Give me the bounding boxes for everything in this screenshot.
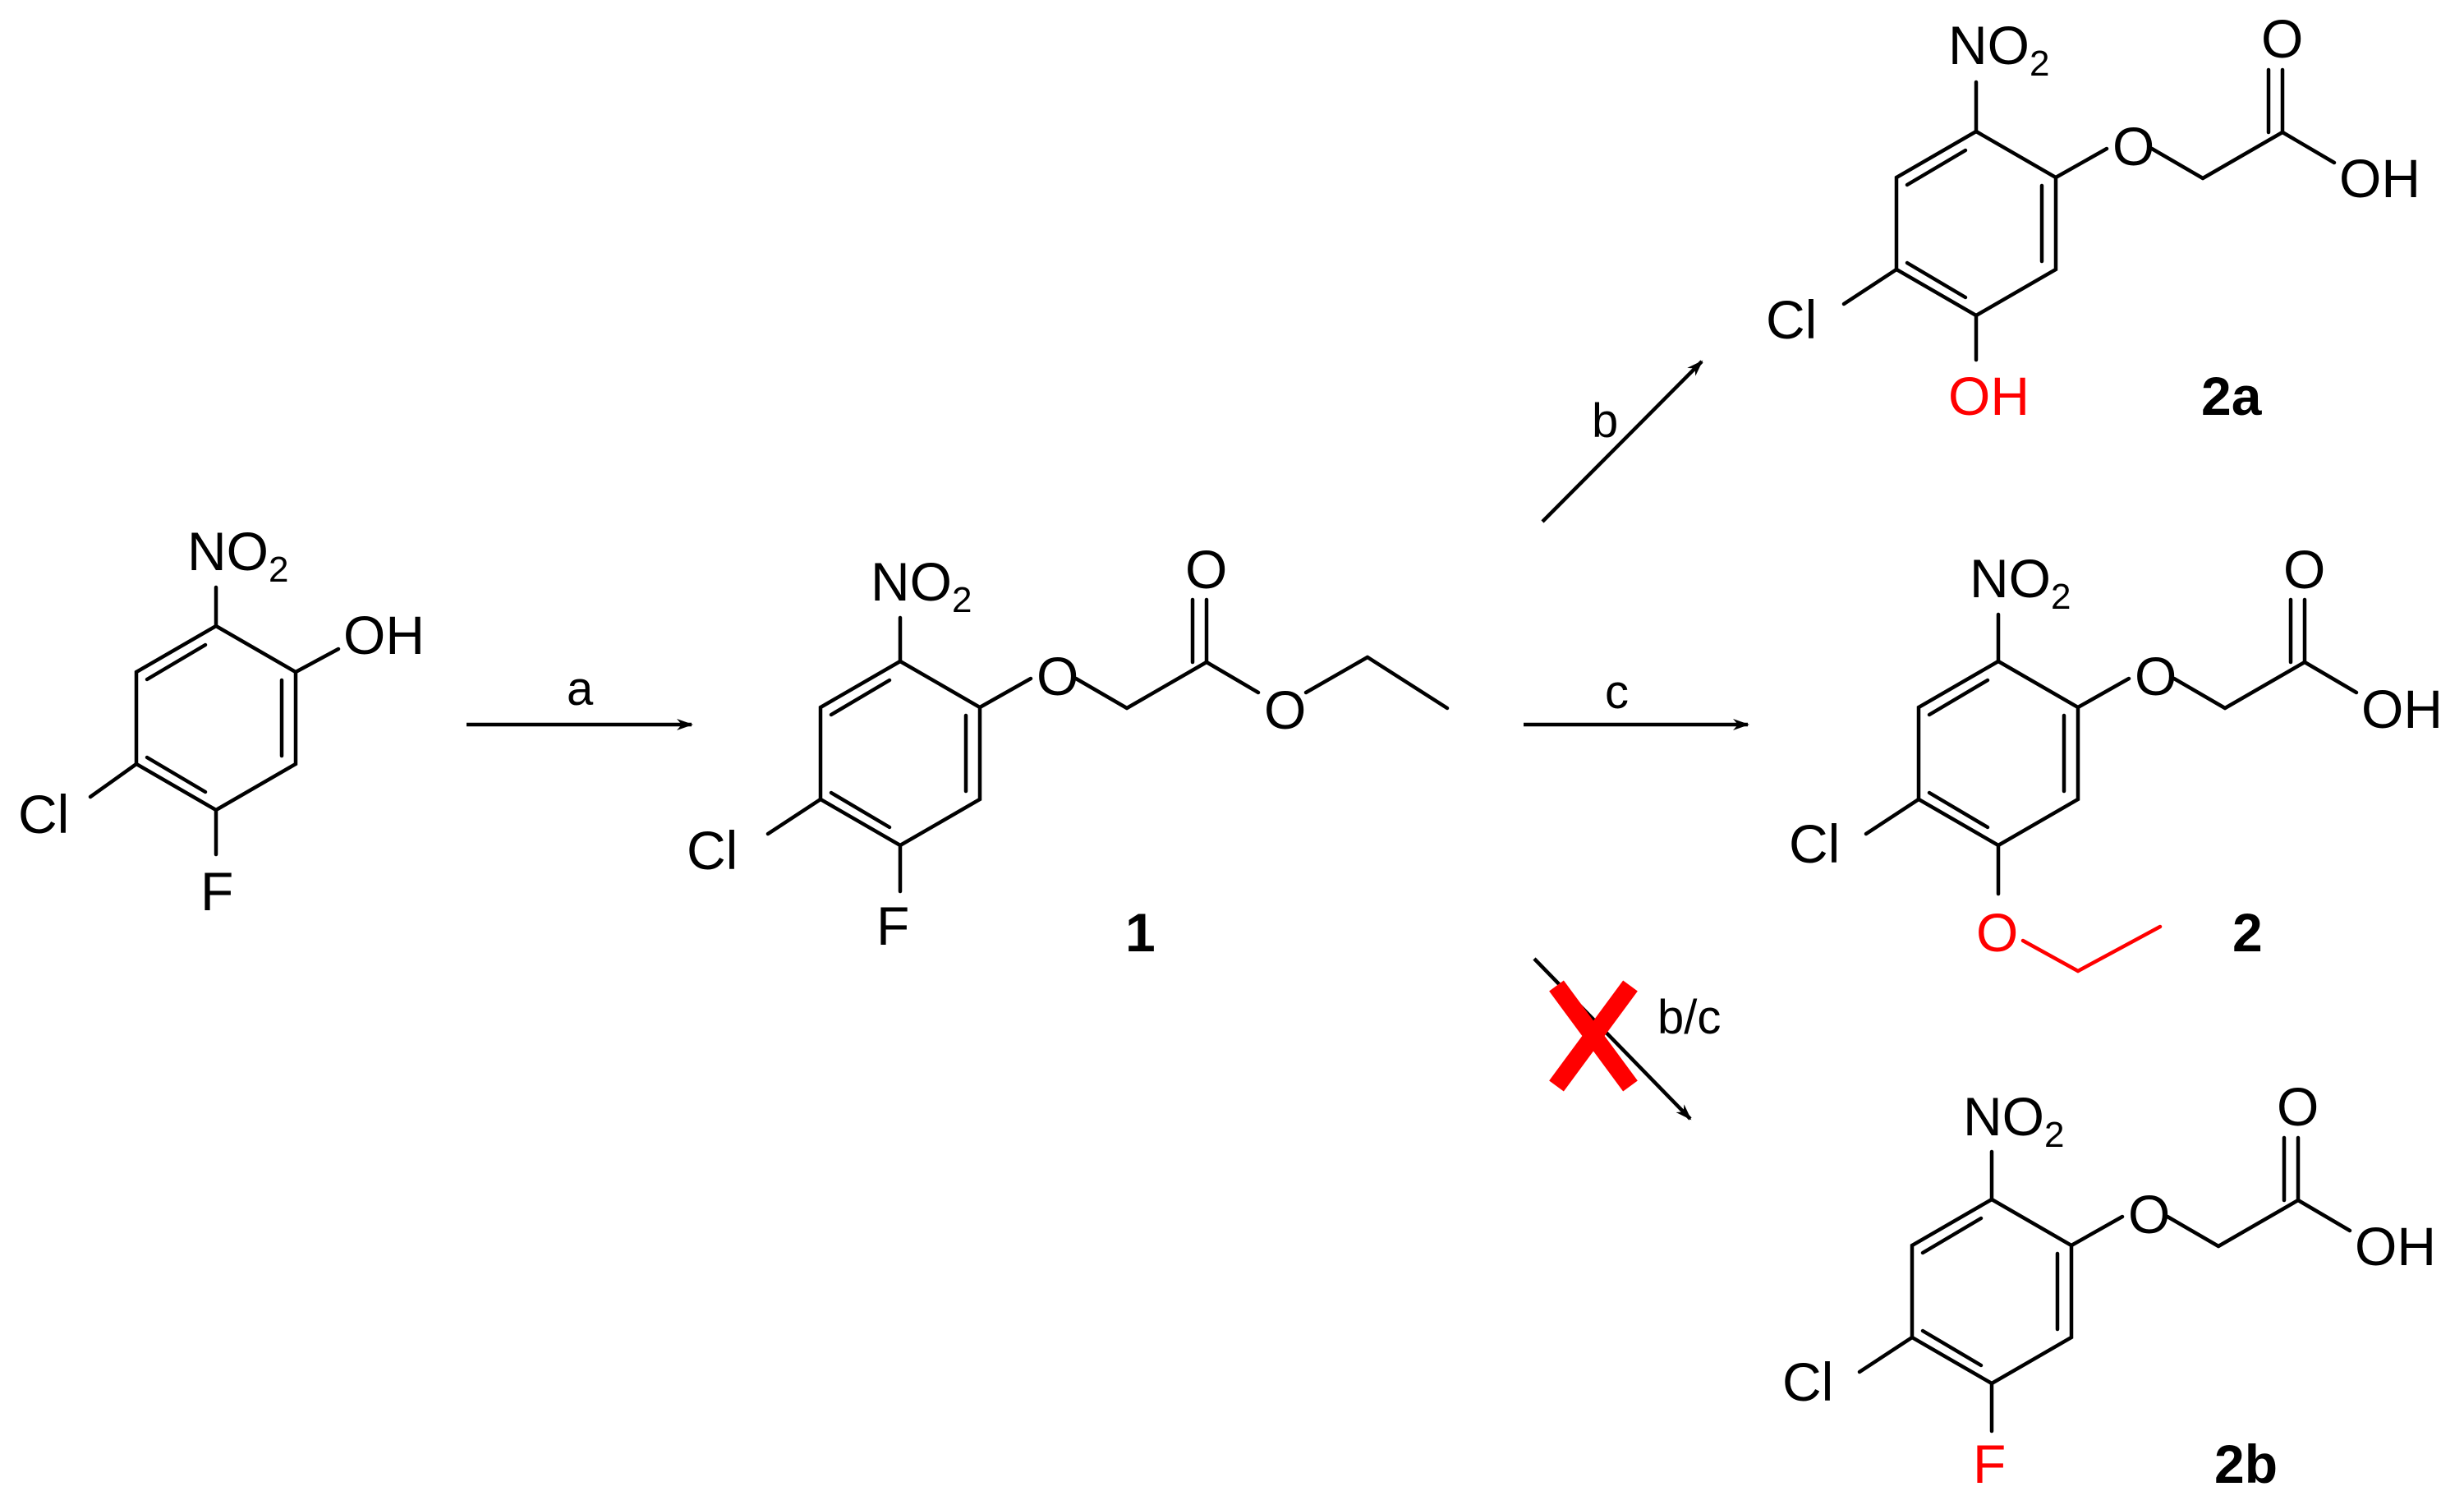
- chloro-substituent: Cl: [1766, 289, 1817, 350]
- fluoro-substituent: F: [876, 895, 909, 956]
- condition-a: a: [567, 662, 594, 716]
- chloro-substituent: Cl: [1782, 1351, 1833, 1412]
- carbonyl-oxygen: O: [1185, 539, 1227, 600]
- compound-label: 1: [1125, 902, 1156, 963]
- acid-hydroxyl: OH: [2361, 679, 2443, 739]
- ether-oxygen: O: [2128, 1184, 2170, 1245]
- ether-oxygen: O: [2135, 646, 2177, 706]
- compound-label: 2b: [2214, 1434, 2278, 1494]
- hydroxyl-group: OH: [343, 605, 425, 665]
- compound-label: 2a: [2201, 366, 2263, 426]
- ether-oxygen: O: [2112, 116, 2154, 177]
- ether-oxygen: O: [1037, 646, 1078, 706]
- nitro-group: NO2: [1970, 548, 2071, 617]
- chloro-substituent: Cl: [687, 820, 738, 881]
- fluoro-substituent: F: [200, 861, 233, 922]
- acid-hydroxyl: OH: [2339, 148, 2420, 209]
- highlighted-fluoro: F: [1973, 1434, 2006, 1494]
- condition-c: c: [1605, 665, 1629, 719]
- condition-b: b: [1592, 394, 1618, 448]
- compound-2b: NO2 O O OH Cl F 2b: [1782, 1076, 2436, 1494]
- arrow-b: [1541, 360, 1703, 523]
- compound-label: 2: [2232, 902, 2263, 963]
- nitro-group: NO2: [1963, 1086, 2064, 1155]
- condition-bc: b/c: [1657, 991, 1721, 1044]
- nitro-group: NO2: [1948, 15, 2049, 84]
- highlighted-ethoxy-oxygen: O: [1976, 902, 2018, 963]
- carbonyl-oxygen: O: [2261, 8, 2303, 69]
- nitro-group: NO2: [187, 521, 288, 590]
- compound-2: NO2 O O OH Cl O 2: [1789, 539, 2443, 973]
- chloro-substituent: Cl: [18, 784, 69, 845]
- compound-2a: NO2 O O OH Cl OH 2a: [1766, 8, 2420, 426]
- ester-oxygen: O: [1264, 679, 1306, 740]
- highlighted-hydroxyl: OH: [1948, 366, 2030, 426]
- blocked-x-mark: [1549, 980, 1638, 1092]
- carbonyl-oxygen: O: [2283, 539, 2325, 600]
- acid-hydroxyl: OH: [2355, 1216, 2436, 1277]
- carbonyl-oxygen: O: [2277, 1076, 2319, 1137]
- starting-material: NO2 OH Cl F: [18, 521, 425, 922]
- chloro-substituent: Cl: [1789, 813, 1840, 874]
- compound-1: NO2 O O O Cl F 1: [687, 539, 1450, 963]
- nitro-group: NO2: [871, 551, 972, 620]
